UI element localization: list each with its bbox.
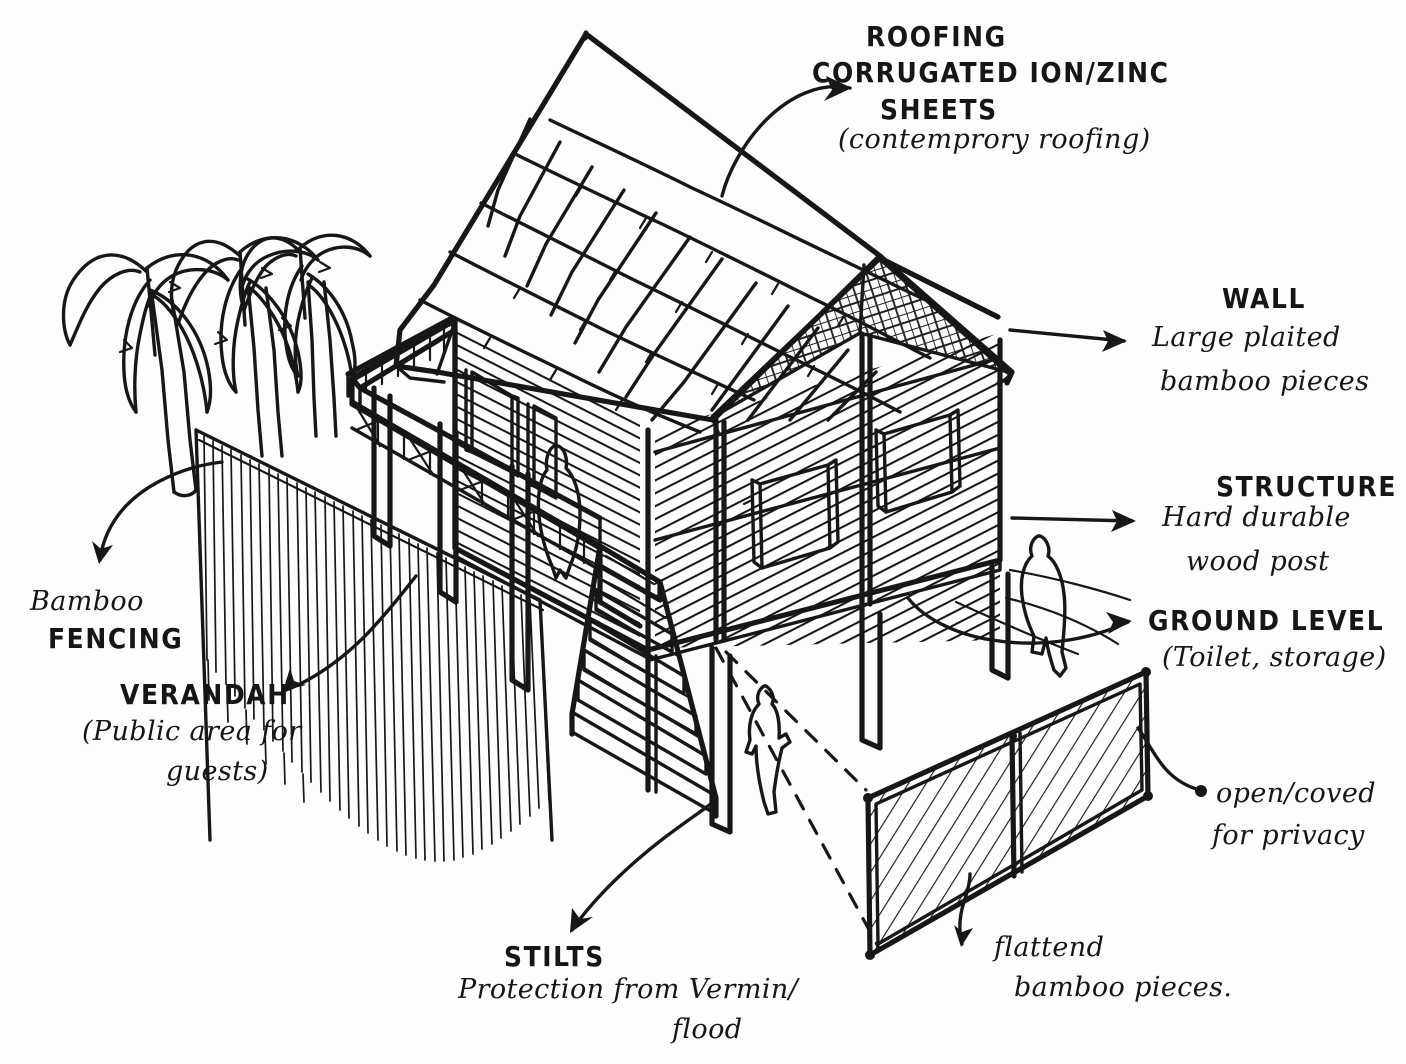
arrow-verandah: [283, 574, 418, 692]
arrow-ground-level: [906, 596, 1132, 645]
palm-tree-1: [61, 253, 230, 498]
human-figure: [744, 684, 792, 816]
gable-roof: [393, 30, 1015, 434]
palm-trees: [61, 233, 372, 498]
figure-in-doorway: [536, 444, 582, 580]
arrow-wall: [1008, 328, 1127, 352]
stairs: [569, 543, 719, 819]
arrow-privacy: [1136, 726, 1207, 797]
arrow-roofing: [720, 76, 852, 198]
detail-panel: [863, 667, 1153, 960]
human-figures: [744, 534, 1068, 816]
stilt-post: [709, 645, 733, 835]
house-body: [435, 319, 1003, 662]
window-right-1: [742, 458, 840, 570]
arrow-structure: [1010, 510, 1136, 532]
verandah-deck: [345, 315, 603, 572]
arrow-stilts: [570, 798, 718, 933]
callout-arrows: [92, 76, 1207, 947]
arrow-flattened-bamboo: [954, 872, 973, 947]
ground-lines: [954, 568, 1132, 656]
stilt-post: [371, 385, 393, 549]
stilt-post: [509, 463, 531, 693]
dashed-leader: [714, 646, 882, 952]
stilt-post: [859, 603, 883, 751]
bamboo-fence: [194, 428, 554, 862]
stilt-post: [645, 649, 658, 794]
palm-tree-3: [238, 233, 372, 438]
human-figure: [1019, 534, 1068, 678]
palm-tree-2: [169, 236, 320, 458]
window-right-2: [864, 408, 962, 514]
stilt-post: [437, 421, 459, 605]
arrow-bamboo-fencing: [92, 460, 224, 564]
